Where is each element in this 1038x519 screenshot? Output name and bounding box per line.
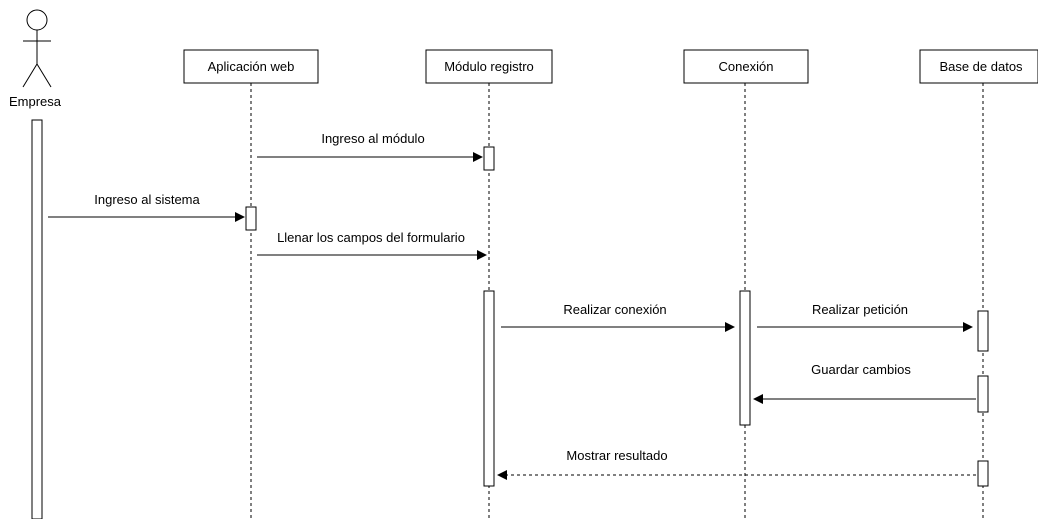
stick-figure-icon	[22, 9, 52, 88]
participant-label: Aplicación web	[208, 59, 295, 74]
message-label: Realizar conexión	[563, 302, 666, 317]
activation-bar	[245, 206, 257, 231]
actor-label: Empresa	[9, 94, 62, 109]
message-guardar-cambios[interactable]: Guardar cambios	[753, 362, 976, 404]
message-label: Realizar petición	[812, 302, 908, 317]
activation-bar	[483, 146, 495, 171]
participant-label: Base de datos	[939, 59, 1023, 74]
participant-modulo-registro[interactable]: Módulo registro	[425, 49, 553, 519]
participant-box	[183, 49, 319, 84]
participant-label: Módulo registro	[444, 59, 534, 74]
participant-box	[425, 49, 553, 84]
participant-base-de-datos[interactable]: Base de datos	[919, 49, 1038, 519]
message-ingreso-al-sistema[interactable]: Ingreso al sistema	[48, 192, 245, 222]
message-ingreso-al-modulo[interactable]: Ingreso al módulo	[257, 131, 483, 162]
message-llenar-campos[interactable]: Llenar los campos del formulario	[257, 230, 487, 260]
participant-box	[919, 49, 1038, 84]
participant-box	[683, 49, 809, 84]
participant-aplicacion-web[interactable]: Aplicación web	[183, 49, 319, 519]
message-mostrar-resultado[interactable]: Mostrar resultado	[497, 448, 976, 480]
message-label: Guardar cambios	[811, 362, 911, 377]
message-realizar-peticion[interactable]: Realizar petición	[757, 302, 973, 332]
activation-bar	[977, 310, 989, 352]
message-label: Ingreso al sistema	[94, 192, 200, 207]
message-realizar-conexion[interactable]: Realizar conexión	[501, 302, 735, 332]
activation-bar	[483, 290, 495, 487]
message-label: Ingreso al módulo	[321, 131, 424, 146]
actor-activation-bar	[31, 119, 43, 519]
participant-conexion[interactable]: Conexión	[683, 49, 809, 519]
participant-label: Conexión	[719, 59, 774, 74]
activation-bar	[977, 460, 989, 487]
message-label: Llenar los campos del formulario	[277, 230, 465, 245]
activation-bar	[739, 290, 751, 426]
activation-bar	[977, 375, 989, 413]
message-label: Mostrar resultado	[566, 448, 667, 463]
actor-empresa[interactable]: Empresa	[9, 9, 62, 519]
